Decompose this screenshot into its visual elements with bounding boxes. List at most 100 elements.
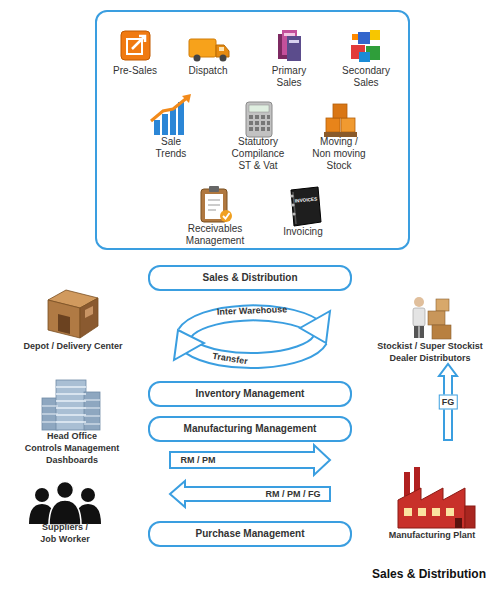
suppliers-icon — [29, 482, 101, 526]
entity-node: Stockist / Super Stockist Dealer Distrib… — [372, 290, 488, 364]
module-band: Inventory Management — [148, 381, 352, 407]
icon-space — [229, 100, 287, 136]
head-office-icon-part — [84, 423, 100, 424]
calculator-icon-part — [267, 127, 270, 131]
icon-space — [330, 440, 490, 529]
block-arrow — [170, 481, 330, 507]
pre-sales-icon-part — [139, 36, 145, 42]
module-band: Purchase Management — [148, 521, 352, 547]
head-office-icon-part — [42, 413, 58, 414]
module-item: Pre-Sales — [110, 28, 160, 77]
module-band: Manufacturing Management — [148, 416, 352, 442]
transfer-cycle-arrows-part — [185, 313, 314, 333]
module-item: Statutory Compilance ST & Vat — [229, 100, 287, 172]
node-label: Suppliers / Job Worker — [36, 521, 94, 545]
entity-node: Suppliers / Job Worker — [15, 440, 170, 552]
module-item: Sale Trends — [149, 94, 193, 160]
stockist-icon-part — [420, 326, 425, 338]
depot-icon-part — [58, 314, 70, 334]
icon-space — [110, 28, 160, 65]
module-item: Secondary Sales — [340, 28, 392, 89]
primary-sales-icon-part — [289, 40, 299, 43]
calculator-icon — [246, 102, 272, 137]
entity-node: Depot / Delivery Center — [13, 282, 133, 352]
arrow-outline — [170, 445, 330, 475]
head-office-icon-part — [42, 421, 58, 422]
entity-node: Head OfficeControls Management Dashboard… — [17, 375, 127, 466]
clipboard-icon-part — [208, 200, 220, 201]
module-band: Sales & Distribution — [148, 265, 352, 291]
stock-icon — [324, 104, 357, 137]
calculator-icon-part — [246, 102, 272, 137]
clipboard-icon-part — [223, 213, 230, 219]
head-office-icon-part — [84, 407, 100, 408]
head-office-icon-part — [56, 400, 86, 402]
node-label: Receivables Management — [184, 223, 246, 247]
clipboard-icon-part — [209, 186, 219, 192]
secondary-sales-icon-part — [358, 32, 370, 44]
dispatch-icon-part — [220, 55, 227, 62]
calculator-icon-part — [249, 105, 269, 112]
primary-sales-icon-part — [287, 36, 301, 61]
icon-space — [372, 290, 488, 340]
icon-space — [267, 28, 312, 65]
calculator-icon-part — [255, 121, 259, 125]
stockist-icon — [413, 297, 451, 339]
node-label: Stockist / Super Stockist Dealer Distrib… — [372, 340, 488, 364]
invoice-book-icon-part — [290, 194, 293, 197]
clipboard-icon-part — [220, 210, 232, 222]
block-arrow — [439, 364, 457, 440]
head-office-icon-part — [42, 405, 58, 406]
diagram-caption: Sales & Distribution — [372, 567, 486, 581]
head-office-icon-part — [56, 407, 86, 409]
icon-space — [184, 185, 246, 223]
calculator-icon-part — [267, 121, 270, 125]
factory-icon-part — [432, 508, 440, 516]
module-item: Moving / Non moving Stock — [311, 100, 367, 172]
node-label: Dispatch — [183, 65, 233, 77]
sale-trends-icon-part — [182, 94, 191, 103]
depot-icon-part — [48, 300, 80, 338]
stockist-icon-part — [413, 308, 425, 326]
arrow-label: FG — [439, 395, 458, 410]
head-office-icon-part — [84, 415, 100, 416]
sale-trends-icon-part — [151, 97, 188, 121]
stock-icon-part — [326, 118, 340, 132]
pre-sales-icon-part — [132, 36, 145, 49]
depot-icon — [48, 290, 98, 338]
primary-sales-icon — [278, 30, 301, 61]
calculator-icon-part — [261, 115, 265, 119]
head-office-icon-part — [42, 398, 58, 430]
icon-space — [278, 185, 328, 226]
transfer-cycle-arrows-part — [190, 340, 320, 361]
invoice-book-icon-part — [291, 203, 294, 206]
secondary-sales-icon-part — [370, 30, 380, 40]
node-label: Sales & Distribution — [202, 272, 297, 284]
head-office-icon-part — [56, 414, 86, 416]
factory-icon-part — [404, 472, 410, 496]
invoice-book-icon — [290, 187, 321, 226]
pre-sales-icon-part — [121, 31, 150, 60]
head-office-icon-part — [84, 392, 100, 430]
factory-icon-part — [404, 508, 412, 516]
icon-space — [15, 440, 170, 521]
factory-icon-part — [446, 508, 454, 516]
module-item: Primary Sales — [267, 28, 312, 89]
transfer-cycle-arrows-part — [190, 340, 320, 361]
suppliers-icon-part — [57, 482, 74, 499]
sale-trends-icon-part — [162, 114, 168, 135]
block-arrow — [170, 445, 330, 475]
calculator-icon-part — [261, 121, 265, 125]
icon-space — [311, 100, 367, 136]
factory-icon-part — [455, 518, 462, 528]
secondary-sales-icon-part — [359, 52, 370, 62]
clipboard-icon-part — [208, 205, 220, 206]
pre-sales-icon — [121, 31, 150, 60]
module-item: Receivables Management — [184, 185, 246, 247]
arrow-outline — [170, 481, 330, 507]
factory-icon-part — [398, 488, 465, 528]
head-office-icon-part — [84, 399, 100, 400]
calculator-icon-part — [255, 115, 259, 119]
node-label: Statutory Compilance ST & Vat — [229, 136, 287, 172]
suppliers-icon-part — [81, 488, 95, 502]
